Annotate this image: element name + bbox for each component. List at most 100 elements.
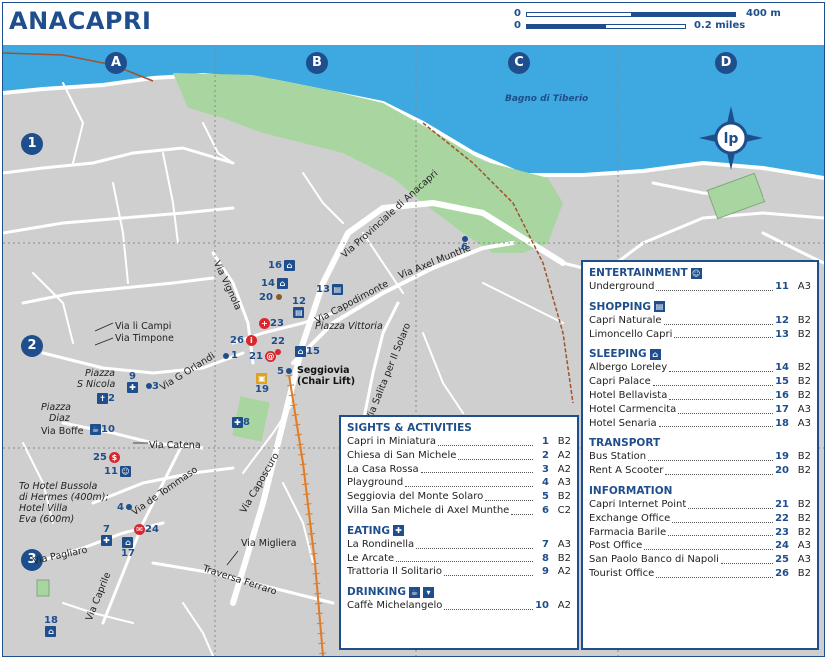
marker-23[interactable]: +23 xyxy=(259,318,284,329)
legend-item-name: Capri Palace xyxy=(589,376,651,388)
marker-12[interactable]: 12▤ xyxy=(292,296,306,318)
legend-item-page: 14 xyxy=(775,362,789,374)
scooter-dot-icon xyxy=(275,294,282,300)
legend-item-grid: B2 xyxy=(797,328,811,340)
marker-4-label: 4 xyxy=(117,502,124,513)
marker-1[interactable]: 1 xyxy=(223,350,238,361)
legend-item-leader xyxy=(511,513,533,515)
scale-bar: 0 400 m 0 0.2 miles xyxy=(514,8,814,39)
footpath-line xyxy=(3,52,154,82)
marker-5[interactable]: 5 xyxy=(277,366,292,377)
marker-25[interactable]: 25$ xyxy=(93,452,120,463)
footpath-line-east xyxy=(422,122,574,404)
eating-fork-knife-icon: ✚ xyxy=(232,417,243,428)
marker-15[interactable]: ⌂15 xyxy=(295,346,320,357)
sports-field xyxy=(706,172,766,220)
marker-20[interactable]: 20 xyxy=(259,292,282,303)
sea-area xyxy=(3,3,824,178)
legend-item-page: 2 xyxy=(542,449,549,461)
marker-22[interactable]: 22 xyxy=(271,336,285,358)
street-via-migliera: Via Migliera xyxy=(241,538,297,549)
marker-21[interactable]: 21@ xyxy=(249,351,276,362)
street-via-timpone: Via Timpone xyxy=(115,333,174,344)
marker-9[interactable]: 9✚ xyxy=(127,371,138,393)
eating-fork-knife-icon: ✚ xyxy=(392,525,404,537)
legend-item-grid: A2 xyxy=(557,449,571,461)
scale-imperial-label: 0.2 miles xyxy=(694,20,746,31)
scale-imperial-bar xyxy=(526,24,686,29)
marker-20-label: 20 xyxy=(259,292,273,303)
marker-10[interactable]: ☕10 xyxy=(90,424,115,435)
marker-6[interactable]: 6 xyxy=(461,236,468,253)
sleeping-house-icon: ⌂ xyxy=(649,348,661,360)
marker-18[interactable]: 18⌂ xyxy=(44,615,58,637)
marker-24-label: 24 xyxy=(145,524,159,535)
pharmacy-cross-icon: + xyxy=(259,318,270,329)
legend-item-name: Capri Naturale xyxy=(589,314,662,326)
legend-item-leader xyxy=(674,337,773,339)
legend-eating-header: EATING✚ xyxy=(347,525,571,537)
legend-item-name: La Casa Rossa xyxy=(347,463,419,475)
marker-14[interactable]: 14⌂ xyxy=(261,278,288,289)
legend-item-grid: A3 xyxy=(557,477,571,489)
marker-13[interactable]: 13▤ xyxy=(316,284,343,295)
marker-14-label: 14 xyxy=(261,278,275,289)
legend-item-name: Seggiovia del Monte Solaro xyxy=(347,491,484,503)
legend-item-page: 19 xyxy=(775,451,789,463)
marker-3[interactable]: 3 xyxy=(146,381,159,392)
legend-item-leader xyxy=(644,549,773,551)
marker-24[interactable]: ✉24 xyxy=(134,524,159,535)
hotels-note: To Hotel Bussola di Hermes (400m); Hotel… xyxy=(19,481,109,525)
legend-item-name: La Rondinella xyxy=(347,538,415,550)
marker-7[interactable]: 7✚ xyxy=(101,524,112,546)
legend-item-name: Farmacia Barile xyxy=(589,526,667,538)
shopping-bag-icon: ▤ xyxy=(653,301,665,313)
legend-entertainment-header: ENTERTAINMENT☺ xyxy=(589,267,811,279)
legend-item-leader xyxy=(668,535,773,537)
marker-4[interactable]: 4 xyxy=(117,502,132,513)
marker-11[interactable]: 11☺ xyxy=(104,466,131,477)
legend-eating-title: EATING xyxy=(347,524,390,537)
legend-item-name: Capri Internet Point xyxy=(589,498,687,510)
marker-8[interactable]: ✚8 xyxy=(232,417,250,428)
legend-item-name: Tourist Office xyxy=(589,567,655,579)
legend-item-page: 17 xyxy=(775,403,789,415)
marker-16[interactable]: 16⌂ xyxy=(268,260,295,271)
marker-19[interactable]: ▣19 xyxy=(255,373,269,395)
legend-item-name: Playground xyxy=(347,477,404,489)
marker-17[interactable]: ⌂17 xyxy=(121,537,135,559)
marker-2[interactable]: ✝2 xyxy=(97,393,115,404)
